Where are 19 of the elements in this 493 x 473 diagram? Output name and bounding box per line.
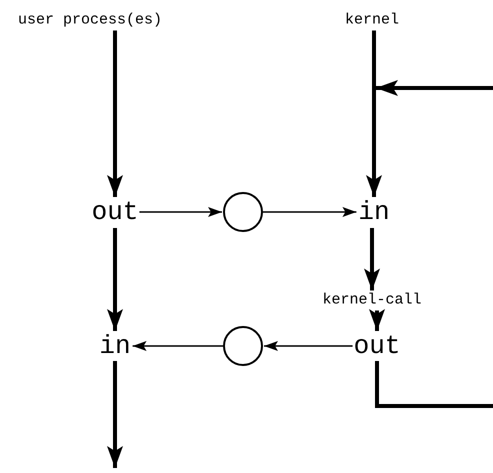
- arrow: [366, 88, 382, 197]
- node-label: in: [98, 333, 132, 359]
- line: [372, 30, 376, 88]
- arrow: [107, 228, 123, 331]
- arrow: [107, 361, 123, 468]
- arrow: [263, 207, 356, 217]
- arrow: [364, 228, 380, 290]
- node-label: in: [357, 199, 391, 225]
- arrow: [139, 207, 222, 217]
- node-label: kernel: [344, 12, 400, 28]
- arrow: [376, 80, 493, 96]
- node-label: user process(es): [16, 12, 164, 28]
- arrow: [264, 341, 353, 351]
- arrow: [369, 309, 385, 331]
- arrow: [107, 30, 123, 197]
- node-label: out: [90, 199, 140, 225]
- arrow: [132, 341, 223, 351]
- node-label: kernel-call: [321, 292, 423, 308]
- node-label: out: [352, 333, 402, 359]
